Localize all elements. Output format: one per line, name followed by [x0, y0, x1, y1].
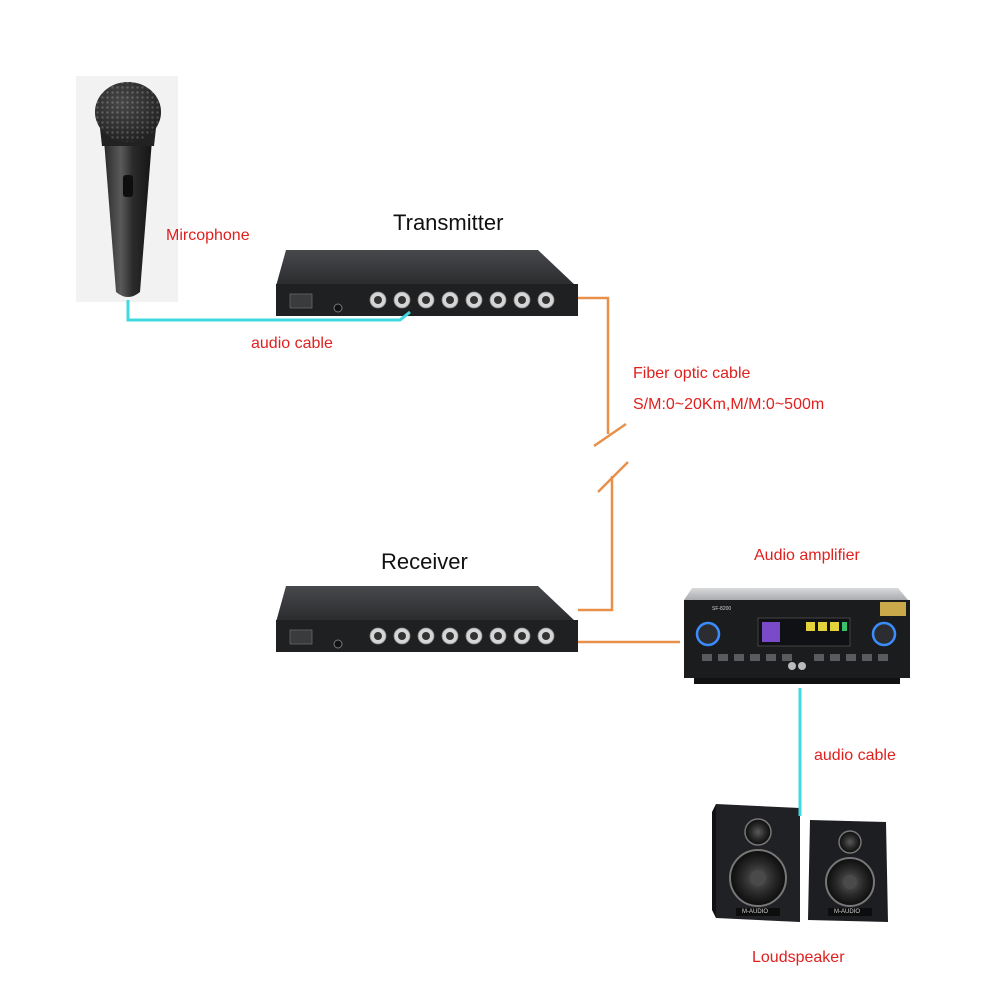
amplifier-button-row [702, 654, 888, 661]
microphone-label: Mircophone [166, 227, 250, 244]
microphone-grille-shade [95, 82, 161, 142]
audio-cable-mic-to-transmitter [126, 300, 411, 322]
fiber-distance-label: S/M:0~20Km,M/M:0~500m [633, 396, 825, 413]
receiver-label: Receiver [381, 549, 468, 574]
loudspeaker-right [808, 820, 888, 922]
amplifier-top-panel [684, 588, 908, 600]
audio-cable-top-label: audio cable [251, 335, 333, 352]
receiver-top-panel [276, 586, 576, 622]
loudspeaker-left [712, 804, 800, 922]
fiber-break-mark-lower [597, 461, 629, 493]
amplifier-display-logo [762, 622, 780, 642]
loudspeaker-label: Loudspeaker [752, 949, 845, 966]
transmitter-label: Transmitter [393, 210, 504, 235]
audio-amplifier-device [684, 588, 910, 684]
receiver-power-switch [289, 629, 313, 645]
amplifier-foot [694, 678, 900, 684]
amplifier-left-knob [695, 621, 721, 647]
fiber-break-mark-upper [593, 422, 627, 448]
microphone-handle [104, 140, 152, 297]
amplifier-gold-strip [880, 602, 906, 616]
fiber-optic-cable-label: Fiber optic cable [633, 365, 751, 382]
microphone-image [76, 76, 178, 302]
transmitter-power-jack [333, 303, 343, 313]
speaker-brand-right-text: M-AUDIO [834, 909, 860, 915]
speaker-brand-left-text: M-AUDIO [742, 909, 768, 915]
transmitter-top-panel [276, 250, 576, 286]
amplifier-display-meters [806, 622, 847, 631]
microphone-switch [123, 175, 133, 197]
amplifier-jack-right [798, 662, 806, 670]
amplifier-jack-left [788, 662, 796, 670]
fiber-cable-transmitter-upper [578, 296, 610, 434]
transmitter-power-switch [289, 293, 313, 309]
amplifier-right-knob [871, 621, 897, 647]
receiver-power-jack [333, 639, 343, 649]
transmitter-device [276, 250, 578, 316]
audio-cable-bottom-label: audio cable [814, 747, 896, 764]
receiver-device [276, 586, 578, 652]
fiber-cable-receiver-lower [578, 476, 614, 612]
amplifier-model-text: SF-8200 [712, 606, 732, 612]
audio-amplifier-label: Audio amplifier [754, 547, 860, 564]
